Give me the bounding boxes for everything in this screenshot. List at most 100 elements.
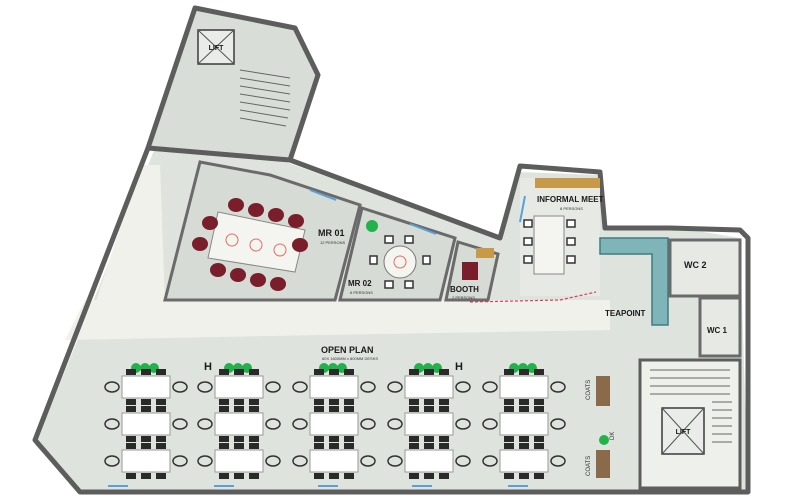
desk-chair — [219, 473, 229, 479]
end-chair — [197, 455, 213, 467]
desk-chair — [126, 443, 136, 449]
outer-wall — [32, 147, 751, 495]
desk-chair — [534, 406, 544, 412]
desk-chair — [344, 399, 354, 405]
end-chair — [482, 381, 498, 393]
booth-capacity: 2 PERSONS — [452, 295, 475, 300]
desk-chair — [126, 399, 136, 405]
desk-chair — [314, 473, 324, 479]
informal-meet-chairs — [523, 219, 576, 264]
teapoint-label: TEAPOINT — [605, 309, 646, 318]
desk-chair — [409, 473, 419, 479]
desk-chair — [249, 443, 259, 449]
wc1-label: WC 1 — [707, 326, 728, 335]
desk-pod — [404, 375, 454, 399]
end-chair — [265, 381, 281, 393]
desk-chair — [156, 436, 166, 442]
end-chair — [387, 418, 403, 430]
end-chair — [172, 455, 188, 467]
end-chair — [387, 381, 403, 393]
desk-pod — [309, 412, 359, 436]
desk-chair — [504, 436, 514, 442]
desk-pod — [499, 412, 549, 436]
desk-pod — [499, 375, 549, 399]
end-chair — [104, 381, 120, 393]
mr01-capacity: 12 PERSONS — [320, 240, 345, 245]
desk-chair — [519, 399, 529, 405]
desk-chair — [504, 406, 514, 412]
desk-chair — [439, 369, 449, 375]
coats-2-label: COATS — [586, 456, 592, 476]
desk-chair — [234, 406, 244, 412]
desk-chair — [424, 406, 434, 412]
desk-chair — [219, 406, 229, 412]
desk-chair — [409, 369, 419, 375]
end-chair — [455, 455, 471, 467]
desk-chair — [344, 473, 354, 479]
wc2-label: WC 2 — [684, 260, 707, 270]
desk-pod — [404, 449, 454, 473]
desk-chair — [141, 406, 151, 412]
mr02-capacity: 6 PERSONS — [350, 290, 373, 295]
desk-chair — [519, 369, 529, 375]
desk-chair — [344, 369, 354, 375]
lift-top-label: LIFT — [209, 45, 224, 52]
desk-chair — [314, 369, 324, 375]
end-chair — [550, 381, 566, 393]
desk-chair — [519, 436, 529, 442]
h-marker-1: H — [204, 361, 212, 373]
mr01-table-markers — [225, 233, 287, 257]
dk-plant — [599, 435, 609, 445]
desk-chair — [424, 436, 434, 442]
dk-label: DK — [610, 432, 616, 440]
desk-chair — [126, 406, 136, 412]
end-chair — [104, 455, 120, 467]
open-plan-note: 60X 1600MM x 800MM DESKS — [322, 356, 378, 361]
desk-chair — [329, 443, 339, 449]
mr02-chairs — [369, 235, 431, 289]
mr02-plant — [366, 220, 378, 232]
desk-chair — [424, 369, 434, 375]
desk-chair — [141, 399, 151, 405]
end-chair — [360, 381, 376, 393]
desk-chair — [439, 436, 449, 442]
stairs-top — [239, 69, 291, 127]
desk-chair — [234, 436, 244, 442]
desk-chair — [424, 443, 434, 449]
lift-bottom-label: LIFT — [676, 429, 691, 436]
desk-chair — [329, 369, 339, 375]
desk-chair — [424, 399, 434, 405]
end-chair — [292, 455, 308, 467]
desk-chair — [504, 399, 514, 405]
desk-chair — [249, 473, 259, 479]
desk-chair — [234, 473, 244, 479]
desk-pod — [309, 449, 359, 473]
desk-chair — [504, 473, 514, 479]
desk-chair — [314, 406, 324, 412]
desk-chair — [219, 443, 229, 449]
desk-chair — [534, 436, 544, 442]
desk-chair — [249, 369, 259, 375]
coats-1-label: COATS — [586, 380, 592, 400]
desk-chair — [249, 436, 259, 442]
mr01-chairs — [192, 198, 308, 291]
desk-chair — [534, 369, 544, 375]
desk-chair — [534, 473, 544, 479]
desk-chair — [234, 369, 244, 375]
desk-chair — [534, 443, 544, 449]
desk-pod — [404, 412, 454, 436]
desk-pod — [121, 412, 171, 436]
stairs-bottom — [650, 369, 732, 443]
desk-chair — [534, 399, 544, 405]
desk-chair — [234, 443, 244, 449]
mr02-table — [383, 245, 417, 279]
desk-chair — [219, 399, 229, 405]
desk-chair — [141, 473, 151, 479]
desk-pod — [121, 375, 171, 399]
mr02-label: MR 02 — [348, 279, 372, 288]
end-chair — [550, 418, 566, 430]
booth-label: BOOTH — [450, 285, 479, 294]
desk-chair — [519, 406, 529, 412]
end-chair — [360, 418, 376, 430]
